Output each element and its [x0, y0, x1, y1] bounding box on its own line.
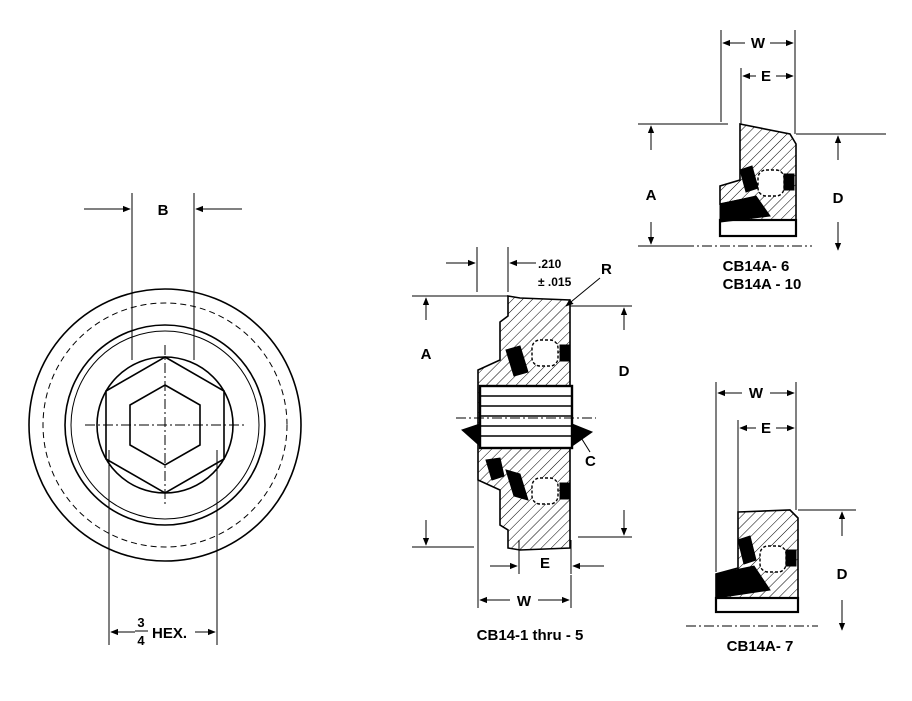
top-right-section-view: W E A D CB14A- 6 CB14A - 10 — [638, 30, 886, 293]
br-label-e: E — [761, 420, 771, 437]
br-ball — [759, 545, 787, 573]
hex-denominator: 4 — [137, 633, 145, 648]
hex-numerator: 3 — [137, 615, 144, 630]
tr-label-d: D — [833, 190, 844, 207]
main-section-view: A D .210 ± .015 R C E W CB14-1 thru - 5 — [412, 247, 632, 644]
ball-top — [531, 339, 559, 367]
br-caption: CB14A- 7 — [727, 638, 794, 655]
tr-label-w: W — [751, 35, 766, 52]
inner-ring-outer — [64, 324, 266, 526]
inner-ring-inner — [70, 330, 260, 520]
tr-label-a: A — [646, 187, 657, 204]
main-caption: CB14-1 thru - 5 — [477, 627, 584, 644]
br-label-d: D — [837, 566, 848, 583]
dashed-circle — [42, 302, 288, 548]
main-label-a: A — [421, 346, 432, 363]
tr-caption-1: CB14A- 6 — [723, 258, 790, 275]
tr-caption-2: CB14A - 10 — [723, 276, 802, 293]
hex-text: HEX. — [152, 625, 187, 642]
tr-ball — [757, 169, 785, 197]
outer-circle — [28, 288, 302, 562]
tr-label-e: E — [761, 68, 771, 85]
main-label-e: E — [540, 555, 550, 572]
main-label-r: R — [601, 261, 612, 278]
label-b: B — [158, 202, 169, 219]
front-view: B 3 4 HEX. — [28, 193, 302, 648]
bottom-right-section-view: W E D CB14A- 7 — [686, 382, 856, 655]
br-label-w: W — [749, 385, 764, 402]
main-label-d: D — [619, 363, 630, 380]
hex-inner — [129, 384, 201, 466]
main-label-210: .210 — [538, 257, 562, 271]
main-label-w: W — [517, 593, 532, 610]
main-label-c: C — [585, 453, 596, 470]
main-label-tolerance: ± .015 — [538, 275, 572, 289]
ball-bottom — [531, 477, 559, 505]
